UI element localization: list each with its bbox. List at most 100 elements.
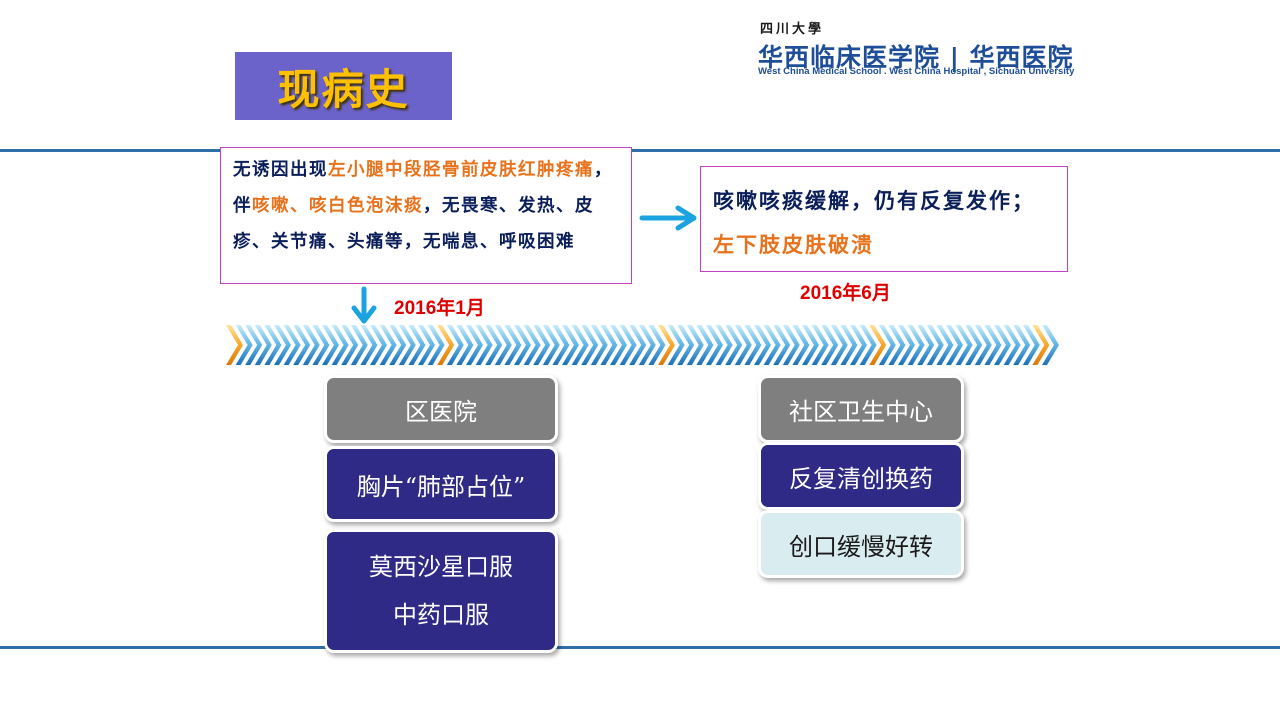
timeline-chevron xyxy=(763,325,781,365)
timeline-chevron xyxy=(802,325,819,365)
arrow-right-icon xyxy=(639,205,697,231)
timeline-chevron xyxy=(571,325,589,365)
timeline-chevron xyxy=(542,325,560,365)
timeline-chevron xyxy=(360,325,378,365)
timeline-chevron xyxy=(446,325,464,365)
event1-box: 无诱因出现左小腿中段胫骨前皮肤红肿疼痛，伴咳嗽、咳白色泡沫痰，无畏寒、发热、皮疹… xyxy=(220,147,632,284)
event1-text-2: ，伴 xyxy=(233,160,613,216)
timeline-chevron xyxy=(523,325,541,365)
timeline-chevron xyxy=(437,325,455,365)
timeline-chevron xyxy=(398,325,416,365)
event1-highlight-2: 咳嗽、咳白色泡沫痰 xyxy=(252,196,423,216)
timeline-chevron xyxy=(840,325,858,365)
timeline-chevron xyxy=(648,325,666,365)
timeline-chevron xyxy=(821,325,839,365)
timeline-chevron xyxy=(610,325,627,365)
timeline-chevron xyxy=(1042,325,1059,365)
timeline-chevron xyxy=(312,325,330,365)
timeline-chevron xyxy=(427,325,445,365)
timeline-chevron xyxy=(1003,325,1021,365)
top-divider xyxy=(0,149,1280,152)
timeline-chevron xyxy=(830,325,848,365)
timeline-chevron xyxy=(754,325,771,365)
timeline-chevron xyxy=(581,325,599,365)
event2-highlight: 左下肢皮肤破溃 xyxy=(713,232,874,257)
chest-xray-label: 胸片“肺部占位” xyxy=(356,472,526,501)
hospital-logo: 四川大學 华西临床医学院 | 华西医院 West China Medical S… xyxy=(758,18,1178,80)
timeline-chevron xyxy=(955,325,973,365)
chest-xray-card: 胸片“肺部占位” xyxy=(324,446,558,522)
timeline-chevron xyxy=(888,325,906,365)
timeline-chevron xyxy=(706,325,723,365)
treatment-card: 莫西沙星口服 中药口服 xyxy=(324,529,558,653)
timeline-chevron xyxy=(418,325,435,365)
timeline-chevron xyxy=(370,325,387,365)
bottom-divider xyxy=(0,646,1280,649)
timeline-bar xyxy=(226,325,1059,365)
timeline-chevron xyxy=(725,325,743,365)
event1-date: 2016年1月 xyxy=(394,298,485,319)
timeline-chevron xyxy=(552,325,570,365)
timeline-chevron xyxy=(562,325,579,365)
timeline-chevron xyxy=(936,325,954,365)
timeline-chevron xyxy=(590,325,608,365)
arrow-down-icon xyxy=(351,286,377,324)
timeline-chevron xyxy=(475,325,493,365)
timeline-chevron xyxy=(1013,325,1031,365)
logo-name-en: West China Medical School . West China H… xyxy=(758,66,1075,77)
event1-text-3: ，无畏寒、发热、皮疹、关节痛、头痛等，无喘息、呼吸困难 xyxy=(233,196,594,252)
debridement-label: 反复清创换药 xyxy=(789,464,933,493)
timeline-chevron xyxy=(254,325,272,365)
timeline-chevron xyxy=(984,325,1002,365)
timeline-chevron xyxy=(696,325,714,365)
wound-improving-label: 创口缓慢好转 xyxy=(789,532,933,561)
timeline-chevron xyxy=(926,325,944,365)
timeline-chevron xyxy=(782,325,800,365)
timeline-chevron xyxy=(302,325,320,365)
timeline-chevron xyxy=(379,325,397,365)
timeline-chevron xyxy=(792,325,810,365)
timeline-chevron xyxy=(245,325,263,365)
timeline-chevron xyxy=(715,325,733,365)
timeline-chevron xyxy=(600,325,618,365)
logo-name-cn: 华西临床医学院 | 华西医院 xyxy=(758,43,1074,72)
timeline-chevron xyxy=(322,325,339,365)
timeline-chevron xyxy=(638,325,656,365)
event2-text: 咳嗽咳痰缓解，仍有反复发作； xyxy=(713,188,1035,213)
district-hospital-label: 区医院 xyxy=(405,397,477,426)
timeline-chevron xyxy=(850,325,867,365)
timeline-chevron xyxy=(734,325,752,365)
timeline-chevron xyxy=(619,325,637,365)
wound-improving-card: 创口缓慢好转 xyxy=(758,510,964,578)
timeline-chevron xyxy=(408,325,426,365)
timeline-chevron xyxy=(1032,325,1050,365)
timeline-chevron xyxy=(658,325,675,365)
timeline-chevron xyxy=(264,325,282,365)
page-title: 现病史 xyxy=(277,64,410,114)
timeline-chevron xyxy=(974,325,992,365)
event1-text-1: 无诱因出现 xyxy=(233,160,328,180)
timeline-chevron xyxy=(456,325,474,365)
timeline-chevron xyxy=(811,325,829,365)
timeline-chevron xyxy=(946,325,963,365)
debridement-card: 反复清创换药 xyxy=(758,442,964,510)
timeline-chevron xyxy=(485,325,503,365)
timeline-chevron xyxy=(504,325,522,365)
event2-box: 咳嗽咳痰缓解，仍有反复发作； 左下肢皮肤破溃 xyxy=(700,166,1068,272)
timeline-chevron xyxy=(226,325,243,365)
timeline-chevron xyxy=(293,325,311,365)
timeline-chevron xyxy=(466,325,483,365)
timeline-chevron xyxy=(274,325,291,365)
timeline-chevron xyxy=(235,325,253,365)
timeline-chevron xyxy=(907,325,925,365)
timeline-chevron xyxy=(283,325,301,365)
timeline-chevron xyxy=(514,325,531,365)
timeline-chevron xyxy=(667,325,685,365)
timeline-chevron xyxy=(331,325,349,365)
event1-highlight-1: 左小腿中段胫骨前皮肤红肿疼痛 xyxy=(328,160,594,180)
logo-university-cn: 四川大學 xyxy=(760,22,825,37)
district-hospital-header: 区医院 xyxy=(324,375,558,443)
title-badge: 现病史 xyxy=(235,52,452,120)
community-center-header: 社区卫生中心 xyxy=(758,375,964,443)
timeline-chevron xyxy=(341,325,359,365)
